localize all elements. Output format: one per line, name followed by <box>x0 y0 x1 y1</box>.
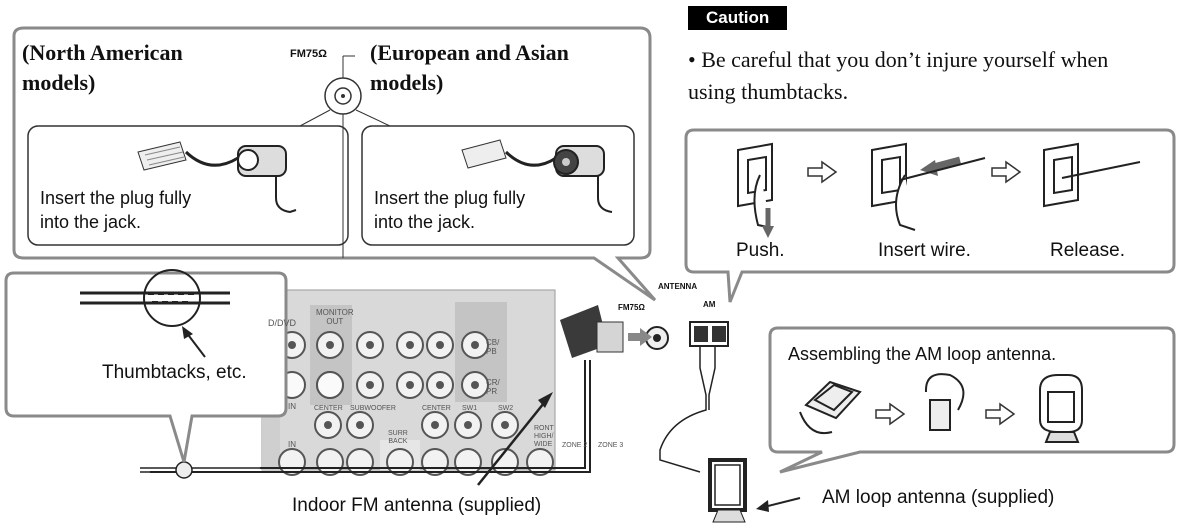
panel-label-center-2: CENTER <box>422 405 451 412</box>
panel-label-zone2: ZONE 2 <box>562 442 588 449</box>
am-loop-caption: AM loop antenna (supplied) <box>822 487 1055 508</box>
na-instruction: Insert the plug fully into the jack. <box>40 188 192 232</box>
am-loop-antenna-icon <box>708 458 747 523</box>
indoor-fm-caption: Indoor FM antenna (supplied) <box>292 495 542 516</box>
am-panel-label: AM <box>703 300 716 309</box>
am-assembly-title: Assembling the AM loop antenna. <box>788 344 1057 364</box>
panel-label-surr-back: SURR BACK <box>388 430 408 445</box>
panel-label-in-2: IN <box>288 440 296 449</box>
panel-label-front-high-wide: RONT HIGH/ WIDE <box>534 425 554 448</box>
panel-label-sw2: SW2 <box>498 405 514 412</box>
fm75-panel-label: FM75Ω <box>618 303 645 312</box>
panel-label-cr-pr: CR/ PR <box>486 378 500 396</box>
panel-label-in-1: IN <box>288 402 296 411</box>
thumbtack-icon <box>175 461 193 479</box>
thumbtack-callout-box <box>4 269 288 463</box>
panel-label-dvd: D/DVD <box>268 318 297 328</box>
steps-callout-box <box>684 128 1176 303</box>
step-label-push: Push. <box>736 240 785 261</box>
step-label-insert-wire: Insert wire. <box>878 240 971 261</box>
panel-label-monitor-out: MONITOR OUT <box>316 308 354 326</box>
eu-plug-icon <box>461 139 613 213</box>
eu-instruction: Insert the plug fully into the jack. <box>374 188 526 232</box>
na-plug-icon <box>137 141 297 214</box>
european-heading: (European and Asian models) <box>370 40 569 95</box>
fm-antenna-wire <box>140 467 270 473</box>
panel-label-zone3: ZONE 3 <box>598 442 624 449</box>
thumbtacks-label: Thumbtacks, etc. <box>102 362 247 383</box>
fm75-jack-label: FM75Ω <box>290 48 327 60</box>
caution-badge: Caution <box>688 6 788 30</box>
fm-plug-on-panel <box>150 305 624 473</box>
north-american-heading: (North American models) <box>22 40 183 95</box>
am-terminals <box>659 321 729 473</box>
am-assembly-box <box>768 326 1176 474</box>
panel-label-sw1: SW1 <box>462 405 478 412</box>
step-label-release: Release. <box>1050 240 1125 261</box>
panel-label-subwoofer: SUBWOOFER <box>350 405 396 412</box>
antenna-label: ANTENNA <box>658 282 698 291</box>
hollow-right-arrow-icon <box>807 160 1022 184</box>
panel-label-center-1: CENTER <box>314 405 343 412</box>
caution-text: • Be careful that you don’t injure yours… <box>688 47 1109 104</box>
panel-label-cb-pb: CB/ PB <box>486 338 500 356</box>
receiver-rear-panel <box>261 289 556 476</box>
